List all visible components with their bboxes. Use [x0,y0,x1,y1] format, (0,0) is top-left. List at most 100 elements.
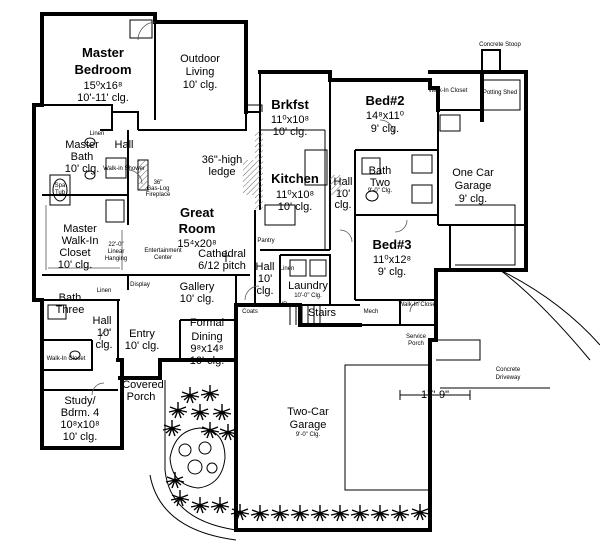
one-car-garage-clg: 9' clg. [459,193,487,205]
master-closet-label: Master [63,223,97,235]
master-closet-note: 22'-0" [108,242,123,248]
master-closet-clg: 10' clg. [58,259,93,271]
hall-label: Hall [93,315,112,327]
kitchen-label: Kitchen [271,171,319,186]
kitchen-clg: 10' clg. [278,201,313,213]
fireplace-label: Gas-Log [146,186,169,192]
entertainment-center-label: Entertainment [144,248,182,254]
hall-clg: clg. [95,339,112,351]
bath-three-label: Three [56,304,85,316]
linen-label: Linen [90,131,105,137]
walk-in-closet-label: Walk-In Closet [399,302,438,308]
fireplace-label: Fireplace [146,192,171,198]
laundry-clg: 10'-0" Clg. [294,293,322,299]
linen-label: Linen [280,266,295,272]
bed3-size: 11⁰x12⁸ [373,254,411,266]
hall-clg: 10' [97,327,111,339]
pantry-label: Pantry [257,238,274,244]
study-label: Study/ [64,395,96,407]
master-bedroom-clg: 10'-11' clg. [77,92,129,104]
gallery-clg: 10' clg. [180,293,215,305]
fixtures [45,19,600,541]
brkfst-clg: 10' clg. [273,126,308,138]
great-room-cathedral: Cathedral [198,248,246,260]
walk-in-closet-label: Walk-In Closet [429,88,468,94]
formal-dining-label: Formal [190,317,224,329]
bed3-clg: 9' clg. [378,266,406,278]
hall-clg: clg. [334,199,351,211]
two-car-garage-clg: 9'-0" Clg. [296,432,321,438]
hall-clg: clg. [256,285,273,297]
master-bedroom-size: 15⁰x16⁸ [83,80,122,92]
hall-label: Hall [334,176,353,188]
coats-label: Coats [242,309,258,315]
bed2-label: Bed#2 [365,93,404,108]
entry-clg: 10' clg. [125,340,160,352]
dimension-label: 17'-9" [421,389,449,401]
master-closet-label: Walk-In [62,235,99,247]
hall-label: Hall [115,139,134,151]
covered-porch-label: Covered [122,379,164,391]
potting-shed-label: Potting Shed [483,90,517,96]
master-bath-label: Bath [71,151,94,163]
study-label: Bdrm. 4 [61,407,100,419]
spa-tub-label: Tub [55,190,66,196]
hall-clg: 10' [258,273,272,285]
great-room-label: Great [180,205,215,220]
master-bedroom-label: Bedroom [74,62,131,77]
formal-dining-label: Dining [191,331,222,343]
fireplace-label: 36" [154,180,163,186]
walk-in-closet-label: Walk-In Closet [47,356,86,362]
service-porch-label: Porch [408,341,424,347]
study-clg: 10' clg. [63,431,98,443]
formal-dining-clg: 10' clg. [190,355,225,367]
bath-three-label: Bath [59,292,82,304]
display-label: Display [130,282,150,288]
master-closet-label: Closet [59,247,90,259]
two-car-garage-label: Garage [290,419,327,431]
brkfst-size: 11⁰x10⁸ [271,114,309,126]
up-label: UP [279,302,287,308]
room-labels: Master Bedroom 15⁰x16⁸ 10'-11' clg. Outd… [47,42,522,443]
one-car-garage-label: One Car [452,167,494,179]
two-car-garage-label: Two-Car [287,406,329,418]
interior-walls [42,22,526,391]
bath-two-clg: 9'-0" Clg. [368,188,393,194]
linen-label: Linen [97,288,112,294]
mech-label: Mech [364,309,379,315]
outdoor-living-clg: 10' clg. [183,79,218,91]
bath-two-label: Bath [369,165,392,177]
bed3-label: Bed#3 [372,237,411,252]
master-closet-note: Linear [108,249,125,255]
entry-label: Entry [129,328,155,340]
great-room-size: 15⁴x20⁸ [177,238,216,250]
entertainment-center-label: Center [154,255,172,261]
study-size: 10⁸x10⁸ [60,419,99,431]
covered-porch-label: Porch [127,391,156,403]
bath-two-label: Two [370,177,390,189]
gallery-label: Gallery [180,281,215,293]
ledge-label: ledge [209,166,236,178]
master-bath-label: Master [65,139,99,151]
master-bedroom-label: Master [82,45,124,60]
bed2-size: 14⁸x11⁰ [366,110,405,122]
spa-tub-label: Spa [55,183,66,189]
concrete-driveway-label: Driveway [496,375,521,381]
kitchen-size: 11⁰x10⁸ [276,189,314,201]
ledge-label: 36"-high [202,154,243,166]
stairs-label: Stairs [308,307,337,319]
laundry-label: Laundry [288,280,328,292]
master-bath-clg: 10' clg. [65,163,100,175]
brkfst-label: Brkfst [271,97,309,112]
hall-clg: 10' [336,188,350,200]
hall-label: Hall [256,261,275,273]
outdoor-living-label: Outdoor [180,53,220,65]
outdoor-living-label: Living [186,66,215,78]
great-room-label: Room [179,221,216,236]
formal-dining-size: 9⁸x14⁸ [190,343,223,355]
great-room-pitch: 6/12 pitch [198,260,246,272]
walk-in-shower-label: Walk-in Shower [103,166,145,172]
one-car-garage-label: Garage [455,180,492,192]
master-closet-note: Hanging [105,256,127,262]
